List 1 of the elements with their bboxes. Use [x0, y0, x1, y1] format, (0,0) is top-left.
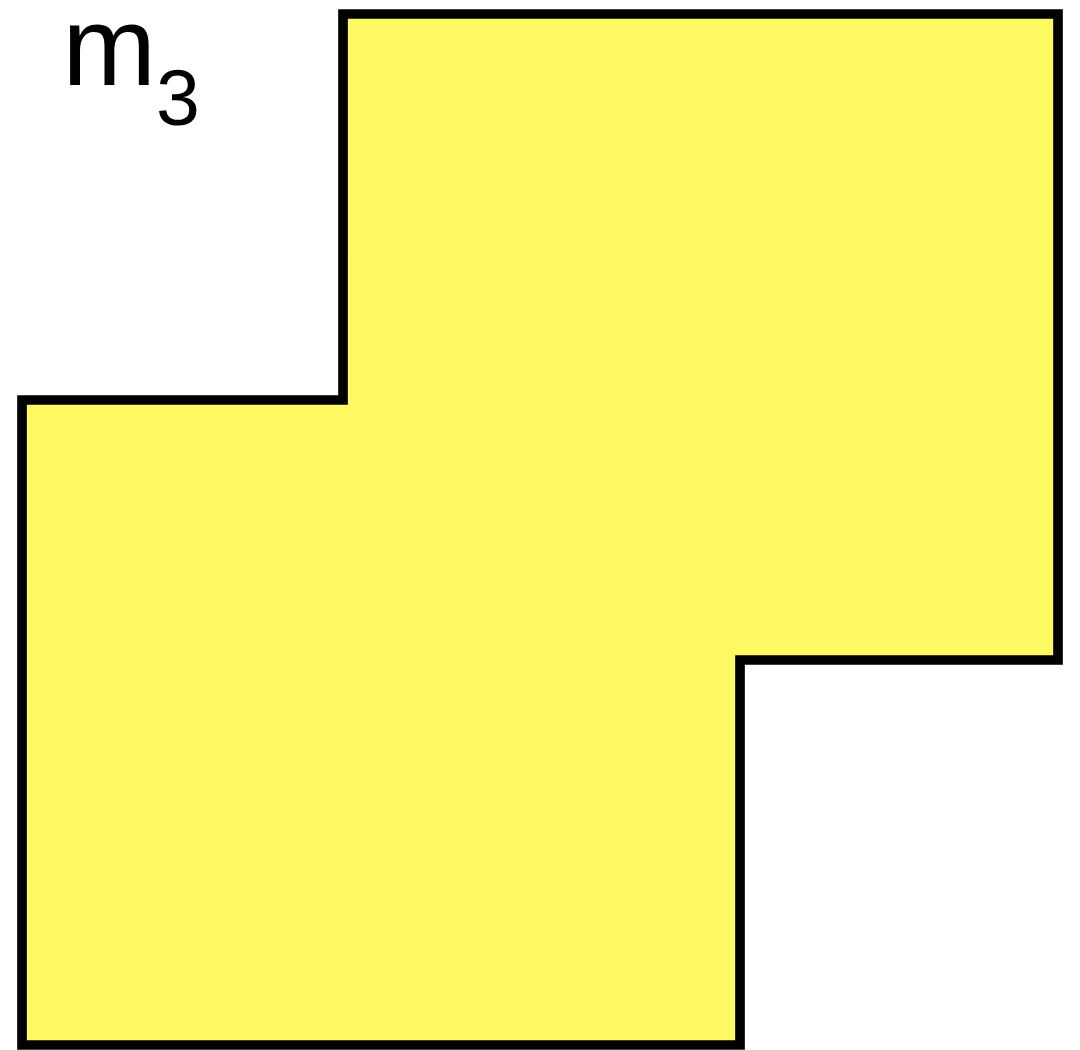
shape-label: m$_{3}$ — [69, 24, 197, 126]
